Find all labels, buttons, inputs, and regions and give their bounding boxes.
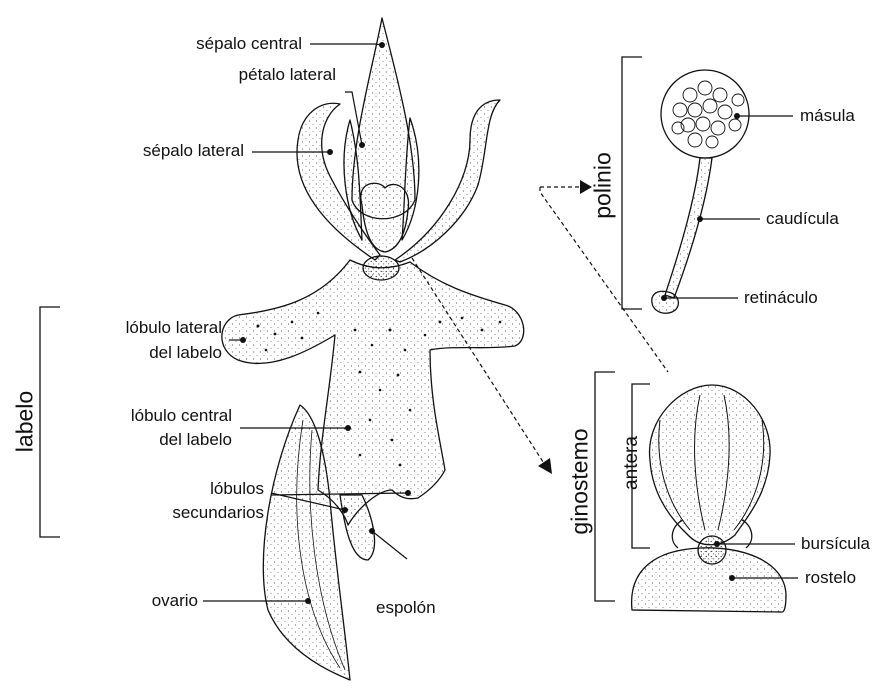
label-lobulo-lateral-2: del labelo [149,343,222,363]
label-lobulo-central-1: lóbulo central [131,406,232,426]
caudicle-shape [665,158,712,298]
label-espolon: espolón [376,598,436,618]
label-petalo-lateral: pétalo lateral [239,65,336,85]
label-bursicula: bursícula [801,534,870,554]
label-lobulo-lateral-1: lóbulo lateral [126,318,222,338]
label-sepalo-central: sépalo central [196,34,302,54]
label-polinio: polinio [590,146,617,226]
label-labelo: labelo [12,382,39,462]
label-retinaculo: retináculo [744,288,818,308]
anther-shape [650,385,771,545]
pollinium-drawing [652,70,749,313]
polinio-bracket [622,57,642,309]
label-lobulos-secundarios-1: lóbulos [210,479,264,499]
label-lobulo-central-2: del labelo [159,430,232,450]
retinaculum-shape [652,291,679,313]
label-ovario: ovario [152,591,198,611]
flower-drawing [222,18,524,680]
ginostemo-bracket [595,372,615,601]
label-sepalo-lateral: sépalo lateral [143,141,244,161]
labelo-bracket [40,307,60,537]
label-antera: antera [621,423,643,503]
label-caudicula: caudícula [766,209,839,229]
labellum-shape [222,260,524,525]
label-masula: másula [800,106,855,126]
label-lobulos-secundarios-2: secundarios [172,503,264,523]
label-rostelo: rostelo [805,568,856,588]
label-ginostemo: ginostemo [567,422,594,542]
